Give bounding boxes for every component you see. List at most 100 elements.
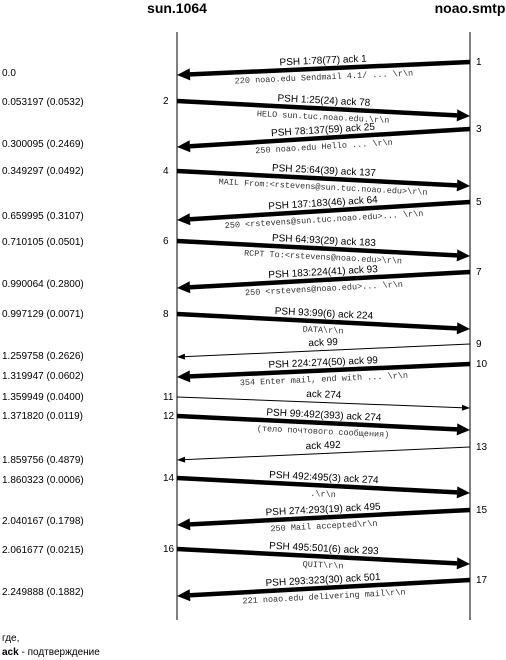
- segment-arrowhead: [177, 370, 191, 383]
- left-host-header: sun.1064: [147, 0, 207, 16]
- segment-time: 0.300095 (0.2469): [2, 139, 84, 150]
- segment-arrow-line: [184, 343, 471, 358]
- segment-arrowhead: [177, 213, 191, 226]
- segment-time: 1.359949 (0.0400): [2, 392, 84, 403]
- segment-arrowhead: [177, 140, 191, 153]
- segment-arrow-line: [189, 269, 471, 290]
- segment-number: 5: [476, 197, 482, 208]
- segment-number: 6: [163, 236, 169, 247]
- segment-label: PSH 1:78(77) ack 1: [279, 54, 367, 69]
- segment-arrowhead: [177, 518, 191, 531]
- segment-number: 17: [476, 575, 488, 586]
- segment-time: 0.710105 (0.0501): [2, 237, 84, 248]
- segment-number: 4: [163, 166, 169, 177]
- segment-arrowhead: [177, 353, 186, 360]
- segment-arrow-line: [184, 446, 471, 461]
- segment-arrowhead: [177, 589, 191, 602]
- segment-label: PSH 25:64(39) ack 137: [272, 163, 377, 179]
- segment-arrow-line: [189, 577, 471, 598]
- segment-label: PSH 1:25(24) ack 78: [277, 93, 371, 109]
- segment-arrowhead: [177, 281, 191, 294]
- segment-number: 7: [476, 267, 482, 278]
- right-host-header: noao.smtp: [435, 0, 506, 16]
- segment-time: 1.371820 (0.0119): [2, 411, 83, 422]
- segment-number: 9: [476, 339, 482, 350]
- segment-time: 1.860323 (0.0006): [2, 475, 84, 486]
- segment-arrow-line: [176, 396, 463, 409]
- segment-time: 0.0: [2, 68, 16, 79]
- segment-time: 0.659995 (0.3107): [2, 211, 84, 222]
- segment-arrow-line: [176, 546, 458, 566]
- segment-number: 8: [163, 309, 169, 320]
- segment-number: 12: [163, 411, 175, 422]
- segment-time: 0.349297 (0.0492): [2, 166, 84, 177]
- segment-time: 0.053197 (0.0532): [2, 97, 84, 108]
- segment-arrowhead: [177, 456, 186, 463]
- footer-legend-term: ack: [2, 647, 19, 658]
- segment-time: 1.259758 (0.2626): [2, 351, 84, 362]
- segment-label: ack 99: [308, 337, 338, 349]
- segment-arrowhead: [456, 179, 470, 192]
- segment-arrow-line: [189, 199, 471, 222]
- segment-arrowhead: [177, 68, 191, 81]
- segment-number: 13: [476, 442, 488, 453]
- segment-arrowhead: [456, 423, 470, 436]
- segment-label: PSH 93:99(6) ack 224: [274, 306, 373, 322]
- segment-9: 1.259758 (0.2626) 9 ack 99: [2, 337, 482, 362]
- segment-number: 11: [163, 392, 174, 403]
- segment-arrowhead: [456, 109, 470, 122]
- segment-label: PSH 224:274(50) ack 99: [268, 355, 378, 371]
- segment-arrow-line: [176, 98, 458, 118]
- segment-number: 10: [476, 359, 488, 370]
- segment-time: 2.040167 (0.1798): [2, 516, 84, 527]
- segment-number: 14: [163, 473, 175, 484]
- segment-number: 2: [163, 96, 169, 107]
- segment-label: ack 492: [305, 440, 341, 453]
- segment-arrow-line: [189, 126, 471, 149]
- segment-arrow-line: [189, 507, 471, 527]
- segment-arrow-line: [189, 361, 471, 379]
- segment-label: PSH 64:93(29) ack 183: [272, 233, 377, 249]
- footer-where: где,: [2, 633, 20, 644]
- segment-time: 0.990064 (0.2800): [2, 279, 84, 290]
- segment-arrow-line: [176, 413, 458, 432]
- segment-time: 0.997129 (0.0071): [2, 309, 84, 320]
- segment-arrow-line: [176, 168, 458, 188]
- segment-time: 2.249888 (0.1882): [2, 587, 84, 598]
- segment-payload: QUIT\r\n: [302, 559, 343, 571]
- segment-number: 3: [476, 124, 482, 135]
- segment-arrowhead: [456, 557, 470, 570]
- segment-number: 16: [163, 544, 175, 555]
- segment-number: 15: [476, 505, 488, 516]
- footer-legend-definition: - подтверждение: [18, 647, 100, 658]
- segment-payload: .\r\n: [310, 489, 336, 500]
- segment-arrowhead: [461, 404, 470, 411]
- segment-arrow-line: [176, 311, 458, 331]
- footer-legend: ack - подтверждение: [2, 647, 100, 658]
- segment-number: 1: [476, 57, 482, 68]
- segment-time: 2.061677 (0.0215): [2, 545, 84, 556]
- segment-arrowhead: [456, 486, 470, 499]
- segment-8: 0.997129 (0.0071) 8 PSH 93:99(6) ack 224DA…: [2, 306, 470, 337]
- segment-payload: DATA\r\n: [302, 324, 343, 336]
- segment-time: 1.859756 (0.4879): [2, 455, 84, 466]
- segment-arrow-line: [176, 475, 458, 495]
- segment-time: 1.319947 (0.0602): [2, 371, 84, 382]
- segment-arrowhead: [456, 322, 470, 335]
- segment-arrow-line: [189, 59, 471, 77]
